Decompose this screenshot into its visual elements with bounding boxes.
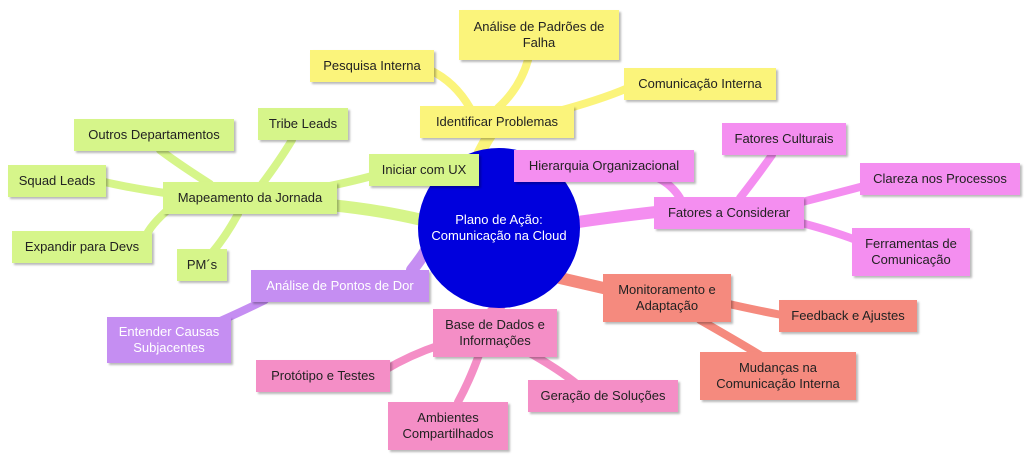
node-prototipo-testes[interactable]: Protótipo e Testes xyxy=(256,360,390,392)
connector-analise-padroes xyxy=(494,56,532,112)
connector-tribe-leads xyxy=(258,136,296,188)
connector-ambientes xyxy=(454,348,484,406)
connector-mapeamento xyxy=(324,199,428,226)
node-identificar-problemas[interactable]: Identificar Problemas xyxy=(420,106,574,138)
connector-squad-leads xyxy=(96,177,169,197)
node-entender-causas[interactable]: Entender Causas Subjacentes xyxy=(107,317,231,363)
node-monitoramento-adaptacao[interactable]: Monitoramento e Adaptação xyxy=(603,274,731,322)
node-analise-pontos-dor[interactable]: Análise de Pontos de Dor xyxy=(251,270,429,302)
node-fatores-culturais[interactable]: Fatores Culturais xyxy=(722,123,846,155)
node-iniciar-com-ux[interactable]: Iniciar com UX xyxy=(369,154,479,186)
node-base-dados-informacoes[interactable]: Base de Dados e Informações xyxy=(433,309,557,357)
node-mapeamento-jornada[interactable]: Mapeamento da Jornada xyxy=(163,182,337,214)
node-fatores-a-considerar[interactable]: Fatores a Considerar xyxy=(654,197,804,229)
node-hierarquia-organizacional[interactable]: Hierarquia Organizacional xyxy=(514,150,694,182)
node-feedback-ajustes[interactable]: Feedback e Ajustes xyxy=(779,300,917,332)
connector-prototipo xyxy=(381,341,444,374)
connector-fatores xyxy=(572,206,662,228)
node-mudancas-comunicacao[interactable]: Mudanças na Comunicação Interna xyxy=(700,352,856,400)
connector-fatores-culturais xyxy=(736,151,776,202)
node-pesquisa-interna[interactable]: Pesquisa Interna xyxy=(310,50,434,82)
node-analise-padroes-falha[interactable]: Análise de Padrões de Falha xyxy=(459,10,619,60)
node-clareza-processos[interactable]: Clareza nos Processos xyxy=(860,163,1020,195)
node-geracao-solucoes[interactable]: Geração de Soluções xyxy=(528,380,678,412)
node-comunicacao-interna[interactable]: Comunicação Interna xyxy=(624,68,776,100)
connector-pesquisa-interna xyxy=(426,66,474,112)
connector-mudancas xyxy=(696,316,764,359)
node-ferramentas-comunicacao[interactable]: Ferramentas de Comunicação xyxy=(852,228,970,276)
node-squad-leads[interactable]: Squad Leads xyxy=(8,165,106,197)
node-ambientes-compartilhados[interactable]: Ambientes Compartilhados xyxy=(388,402,508,450)
node-tribe-leads[interactable]: Tribe Leads xyxy=(258,108,348,140)
node-pms[interactable]: PM´s xyxy=(177,249,227,281)
node-expandir-para-devs[interactable]: Expandir para Devs xyxy=(12,231,152,263)
connector-outros-departamentos xyxy=(156,146,214,188)
node-outros-departamentos[interactable]: Outros Departamentos xyxy=(74,119,234,151)
